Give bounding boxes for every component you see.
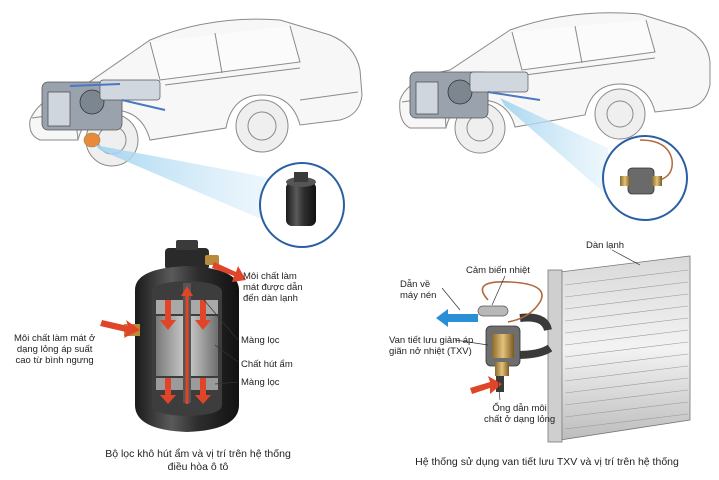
to-compressor-arrow: [436, 309, 478, 327]
left-zoom-circle: [259, 162, 345, 248]
outlet-arrow: [212, 262, 246, 282]
label-evaporator: Dàn lạnh: [586, 240, 625, 251]
label-to-compressor: Dẫn về máy nén: [400, 279, 437, 301]
right-engine: [409, 71, 541, 119]
inlet-arrow: [100, 320, 140, 338]
left-caption: Bộ lọc khô hút ẩm và vị trí trên hệ thốn…: [105, 448, 291, 473]
evaporator: [547, 255, 691, 443]
label-refrigerant-out: Môi chất làm mát được dẫn đến dàn lạnh: [243, 271, 303, 304]
label-filter-top: Màng lọc: [241, 335, 280, 346]
right-highlight-beam: [500, 98, 610, 198]
label-temp-sensor: Cảm biến nhiệt: [466, 265, 530, 276]
label-filter-bottom: Màng lọc: [241, 377, 280, 388]
left-highlight-beam: [95, 145, 275, 225]
right-caption: Hệ thống sử dụng van tiết lưu TXV và vị …: [415, 456, 679, 468]
left-engine: [41, 79, 166, 148]
receiver-dryer: [124, 240, 239, 432]
label-desiccant: Chất hút ẩm: [241, 359, 293, 370]
label-refrigerant-in: Môi chất làm mát ở dạng lỏng áp suất cao…: [14, 333, 96, 366]
label-liquid-pipe: Ống dẫn môi chất ở dạng lỏng: [484, 403, 556, 425]
liquid-inflow-arrow: [470, 376, 502, 394]
left-leader-lines: [203, 299, 239, 385]
right-zoom-circle: [602, 135, 688, 221]
label-txv: Van tiết lưu giảm áp giãn nở nhiệt (TXV): [389, 335, 474, 357]
right-leader-lines: [441, 249, 641, 401]
